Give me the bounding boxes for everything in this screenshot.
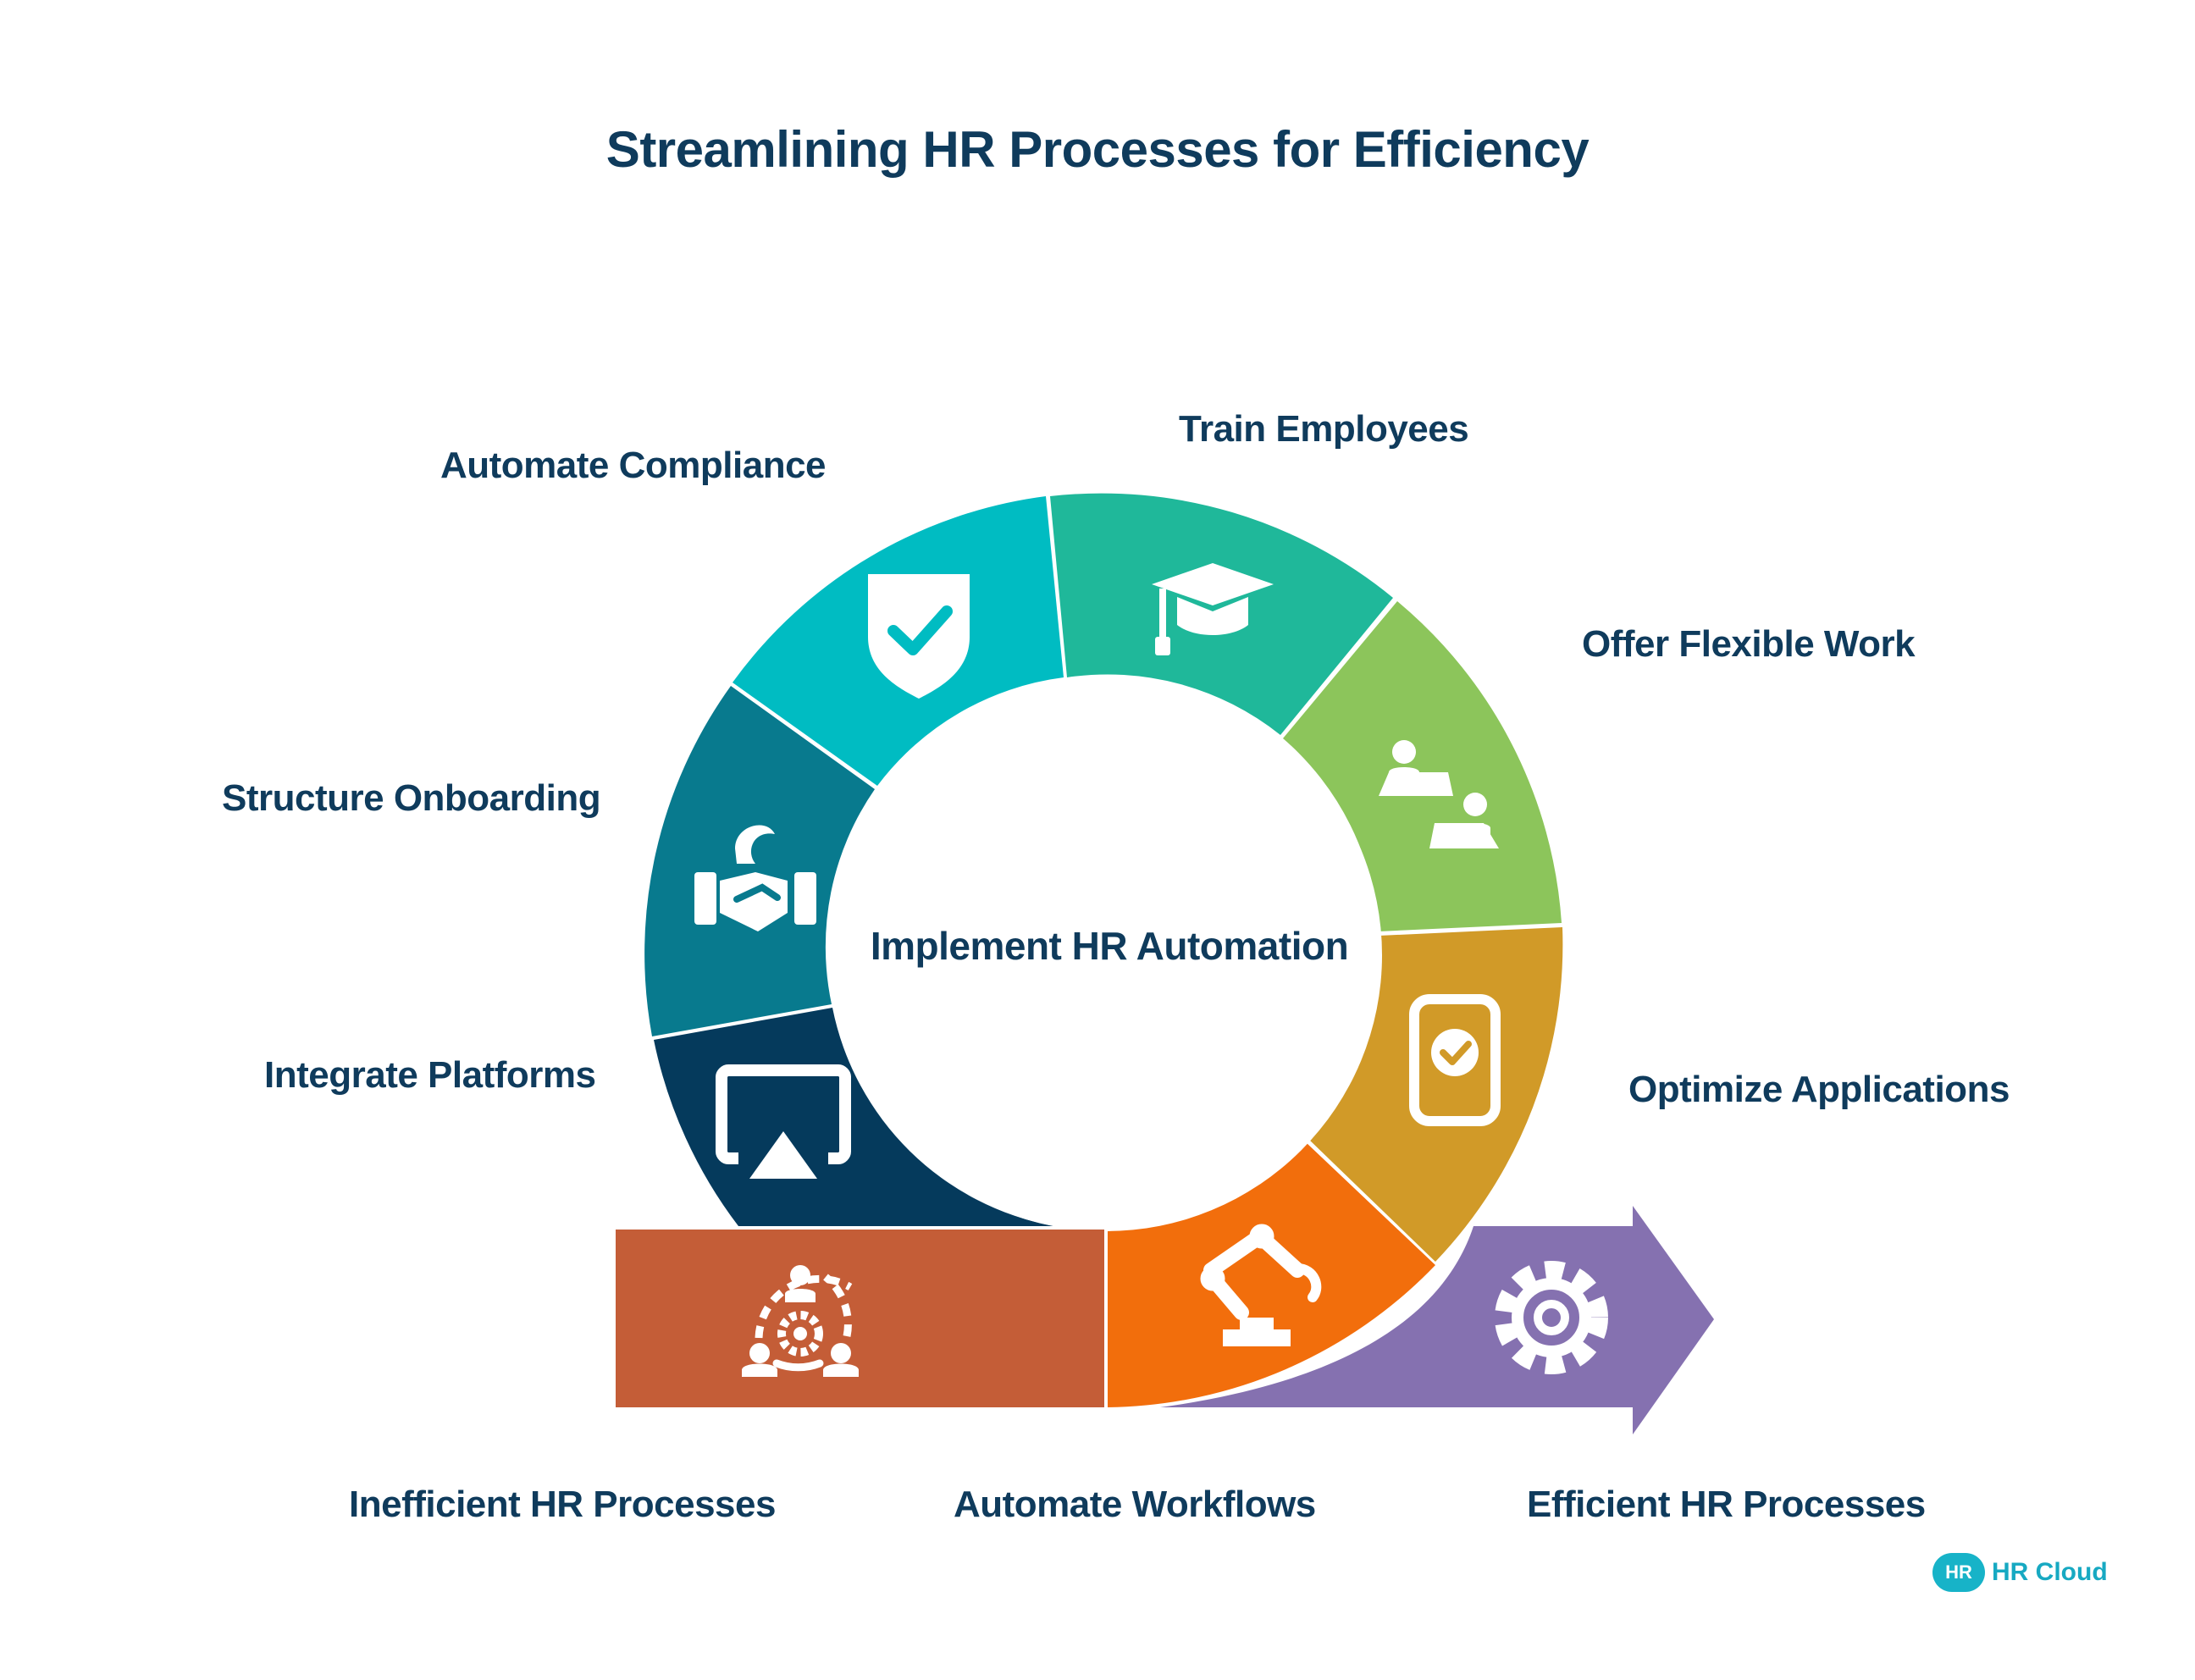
brand-name: HR Cloud [1992,1558,2108,1586]
label-optimize-applications: Optimize Applications [1628,1069,2010,1110]
segment-integrate-platforms [654,1008,1054,1226]
label-efficient-processes: Efficient HR Processes [1527,1484,1926,1525]
screen-cast-icon [716,1064,851,1179]
handshake-icon [694,825,816,931]
page-title: Streamlining HR Processes for Efficiency [605,121,1590,178]
shield-check-icon [868,574,970,699]
robotic-arm-icon [1200,1224,1322,1346]
label-inefficient-processes: Inefficient HR Processes [349,1484,776,1525]
label-train-employees: Train Employees [1179,408,1469,450]
graduation-cap-icon [1152,563,1274,655]
segment-flexible-work [1283,601,1562,931]
segment-structure-onboarding [644,686,875,1036]
inefficient-bar [616,1230,1104,1407]
segment-automate-workflows [1108,1142,1435,1407]
label-automate-workflows: Automate Workflows [954,1484,1316,1525]
efficient-arrow [1160,1206,1714,1434]
label-structure-onboarding: Structure Onboarding [222,777,601,819]
label-automate-compliance: Automate Compliance [440,445,827,486]
cloud-logo-icon: HR [1932,1553,1985,1592]
center-circle [830,679,1382,1231]
label-flexible-work: Offer Flexible Work [1582,623,1916,665]
mobile-check-icon [1409,994,1501,1126]
remote-workers-icon [1379,740,1499,848]
brand-logo: HR HR Cloud [1932,1553,2108,1592]
team-gear-icon [742,1265,859,1377]
label-integrate-platforms: Integrate Platforms [264,1054,596,1096]
gear-icon [1495,1261,1608,1374]
center-label: Implement HR Automation [870,924,1349,968]
